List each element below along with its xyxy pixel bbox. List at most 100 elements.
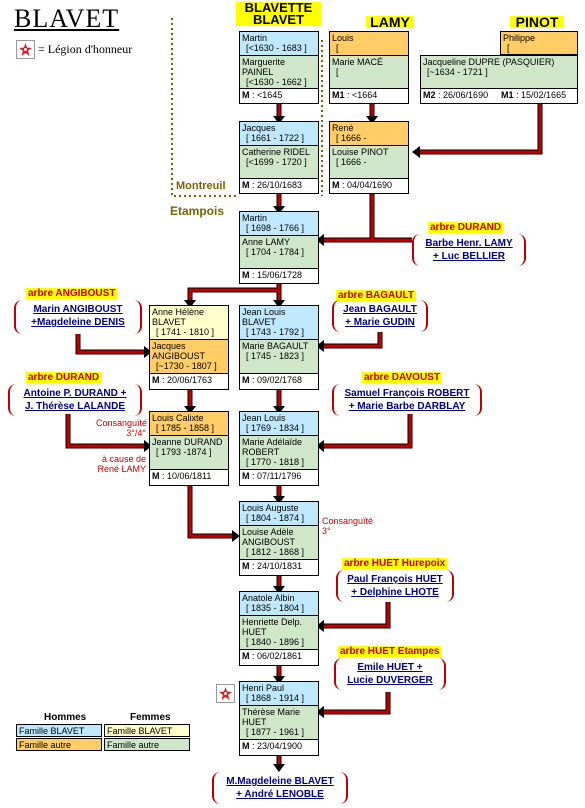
person-box-philippe[interactable]: Philippe[ <box>500 31 578 55</box>
wife-dates: [<1630 - 1662 ] <box>246 77 307 87</box>
person-box-anatole-albin[interactable]: Anatole Albin[ 1835 - 1804 ] Henriette D… <box>239 591 319 666</box>
wife-dates: [ 1812 - 1868 ] <box>246 547 305 557</box>
person-box-jean-louis-1743[interactable]: Jean Louis BLAVET[ 1743 - 1792 ] Marie B… <box>239 305 319 390</box>
link-line-2[interactable]: + Luc BELLIER <box>433 251 505 262</box>
link-line-2[interactable]: +Magdeleine DENIS <box>31 317 125 328</box>
marriage-date: : 26/10/1683 <box>252 180 303 190</box>
husband-name: Martin <box>242 33 268 43</box>
wife-name: Anne LAMY <box>242 237 291 247</box>
wife-dates: [ 1666 - <box>336 157 367 167</box>
legend-femmes-autre: Famille autre <box>104 738 190 751</box>
wife-name: Marie MACÉ <box>332 57 384 67</box>
person-box-rene[interactable]: René[ 1666 - Louise PINOT[ 1666 - M : 04… <box>329 121 409 194</box>
arbre-bagault-label: arbre BAGAULT <box>336 290 416 301</box>
link-line-1[interactable]: Paul François HUET <box>347 574 443 585</box>
husband-dates: [ <box>336 43 339 53</box>
marriage-date: : 24/10/1831 <box>252 561 303 571</box>
husband-dates: [ 1804 - 1874 ] <box>246 513 305 523</box>
link-line-1[interactable]: M.Magdeleine BLAVET <box>226 776 334 787</box>
husband-dates: [ <box>507 43 510 53</box>
arbre-durand-left-link[interactable]: Antoine P. DURAND + J. Thérèse LALANDE <box>10 387 140 413</box>
arbre-angiboust-link[interactable]: Marin ANGIBOUST +Magdeleine DENIS <box>16 303 140 329</box>
link-line-2[interactable]: + Marie Barbe DARBLAY <box>348 401 466 412</box>
marriage-date: : 15/06/1728 <box>252 270 303 280</box>
cause-text: à cause de <box>101 454 146 464</box>
descendant-brace <box>212 772 348 804</box>
wife-name: Jeanne DURAND <box>152 437 223 447</box>
link-line-1[interactable]: Marin ANGIBOUST <box>33 304 123 315</box>
legion-label: = Légion d'honneur <box>38 42 133 56</box>
legend-hommes-blavet: Famille BLAVET <box>16 724 102 737</box>
person-box-henri-paul[interactable]: Henri Paul[ 1868 - 1914 ] Thérèse Marie … <box>239 681 319 756</box>
header-lamy: LAMY <box>366 15 414 29</box>
arbre-durand-left-label: arbre DURAND <box>26 372 102 383</box>
person-box-louis-auguste[interactable]: Louis Auguste[ 1804 - 1874 ] Louise Adèl… <box>239 501 319 576</box>
descendant-link[interactable]: M.Magdeleine BLAVET + André LENOBLE <box>214 775 346 801</box>
wife-dates: [ 1793 -1874 ] <box>156 447 212 457</box>
arbre-huet-hurepoix-link[interactable]: Paul François HUET + Delphine LHOTE <box>338 573 452 599</box>
arbre-durand-link[interactable]: Barbe Henr. LAMY + Luc BELLIER <box>414 237 524 263</box>
arbre-huet-hurepoix-brace <box>336 570 454 602</box>
husband-name: Philippe <box>503 33 536 43</box>
arbre-huet-etampes-link[interactable]: Emile HUET + Lucie DUVERGER <box>336 661 444 687</box>
link-line-1[interactable]: Jean BAGAULT <box>343 304 417 315</box>
marriage2-label: M2 <box>423 90 436 100</box>
legend-femmes-heading: Femmes <box>130 712 171 723</box>
arbre-davoust-link[interactable]: Samuel François ROBERT + Marie Barbe DARB… <box>334 387 480 413</box>
husband-dates: [<1630 - 1683 ] <box>246 43 307 53</box>
marriage2-date: : 26/06/1690 <box>438 90 489 100</box>
wife-name: Marie Adélaïde ROBERT <box>242 437 303 457</box>
link-line-1[interactable]: Samuel François ROBERT <box>344 388 470 399</box>
person-box-jacques-1661[interactable]: Jacques[ 1661 - 1722 ] Catherine RIDEL[<… <box>239 121 319 194</box>
consanguinity-degree: 3°/4° <box>126 428 146 438</box>
marriage-label: M <box>242 561 250 571</box>
husband-dates: [ 1868 - 1914 ] <box>246 693 305 703</box>
link-line-2[interactable]: J. Thérèse LALANDE <box>24 401 126 412</box>
husband-dates: [ 1835 - 1804 ] <box>246 603 305 613</box>
person-box-louis[interactable]: Louis[ Marie MACÉ[ M1 : <1664 <box>329 31 409 104</box>
link-line-2[interactable]: + Delphine LHOTE <box>351 587 439 598</box>
person-box-martin-1698[interactable]: Martin[ 1698 - 1766 ] Anne LAMY[ 1704 - … <box>239 211 319 284</box>
legend-femmes-blavet: Famille BLAVET <box>104 724 190 737</box>
wife-dates: [ 1770 - 1818 ] <box>246 457 305 467</box>
marriage-label: M <box>152 471 160 481</box>
person-box-jean-louis-1769[interactable]: Jean Louis[ 1769 - 1834 ] Marie Adélaïde… <box>239 411 319 486</box>
husband-dates: [ 1698 - 1766 ] <box>246 223 305 233</box>
marriage1-date: : 15/02/1665 <box>516 90 567 100</box>
header-blavette: BLAVETTE BLAVET <box>236 1 321 26</box>
husband-dates: [~1730 - 1807 ] <box>156 361 217 371</box>
wife-dates: [<1699 - 1720 ] <box>246 157 307 167</box>
person-box-jacqueline[interactable]: Jacqueline DUPRE (PASQUIER)[~1634 - 1721… <box>420 55 578 104</box>
marriage-label: M <box>242 741 250 751</box>
marriage-date: : <1645 <box>252 90 283 100</box>
husband-name: Jacques <box>242 123 276 133</box>
legion-honneur-icon <box>16 40 35 59</box>
link-line-1[interactable]: Emile HUET + <box>357 662 423 673</box>
legend-hommes-autre: Famille autre <box>16 738 102 751</box>
husband-name: René <box>332 123 354 133</box>
link-line-2[interactable]: Lucie DUVERGER <box>347 675 433 686</box>
marriage-date: : 23/04/1900 <box>252 741 303 751</box>
marriage-date: : 09/02/1768 <box>252 375 303 385</box>
wife-dates: [ 1741 - 1810 ] <box>156 327 215 337</box>
header-pinot: PINOT <box>510 15 564 29</box>
marriage-date: : <1664 <box>347 90 378 100</box>
link-line-1[interactable]: Antoine P. DURAND + <box>23 388 127 399</box>
husband-name: Louis Calixte <box>152 413 204 423</box>
marriage-label: M <box>242 651 250 661</box>
person-box-martin-1630[interactable]: Martin[<1630 - 1683 ] Marguerite PAINEL[… <box>239 31 319 104</box>
husband-name: Martin <box>242 213 268 223</box>
person-box-louis-calixte[interactable]: Louis Calixte[ 1785 - 1858 ] Jeanne DURA… <box>149 411 229 486</box>
link-line-1[interactable]: Barbe Henr. LAMY <box>425 238 513 249</box>
arbre-bagault-link[interactable]: Jean BAGAULT + Marie GUDIN <box>334 303 426 329</box>
link-line-2[interactable]: + Marie GUDIN <box>345 317 415 328</box>
person-box-anne-helene[interactable]: Anne Hélène BLAVET[ 1741 - 1810 ] Jacque… <box>149 305 229 390</box>
wife-name: Jacqueline DUPRE (PASQUIER) <box>423 57 555 67</box>
husband-name: Anatole Albin <box>242 593 295 603</box>
link-line-2[interactable]: + André LENOBLE <box>236 789 324 800</box>
marriage-label: M <box>242 471 250 481</box>
